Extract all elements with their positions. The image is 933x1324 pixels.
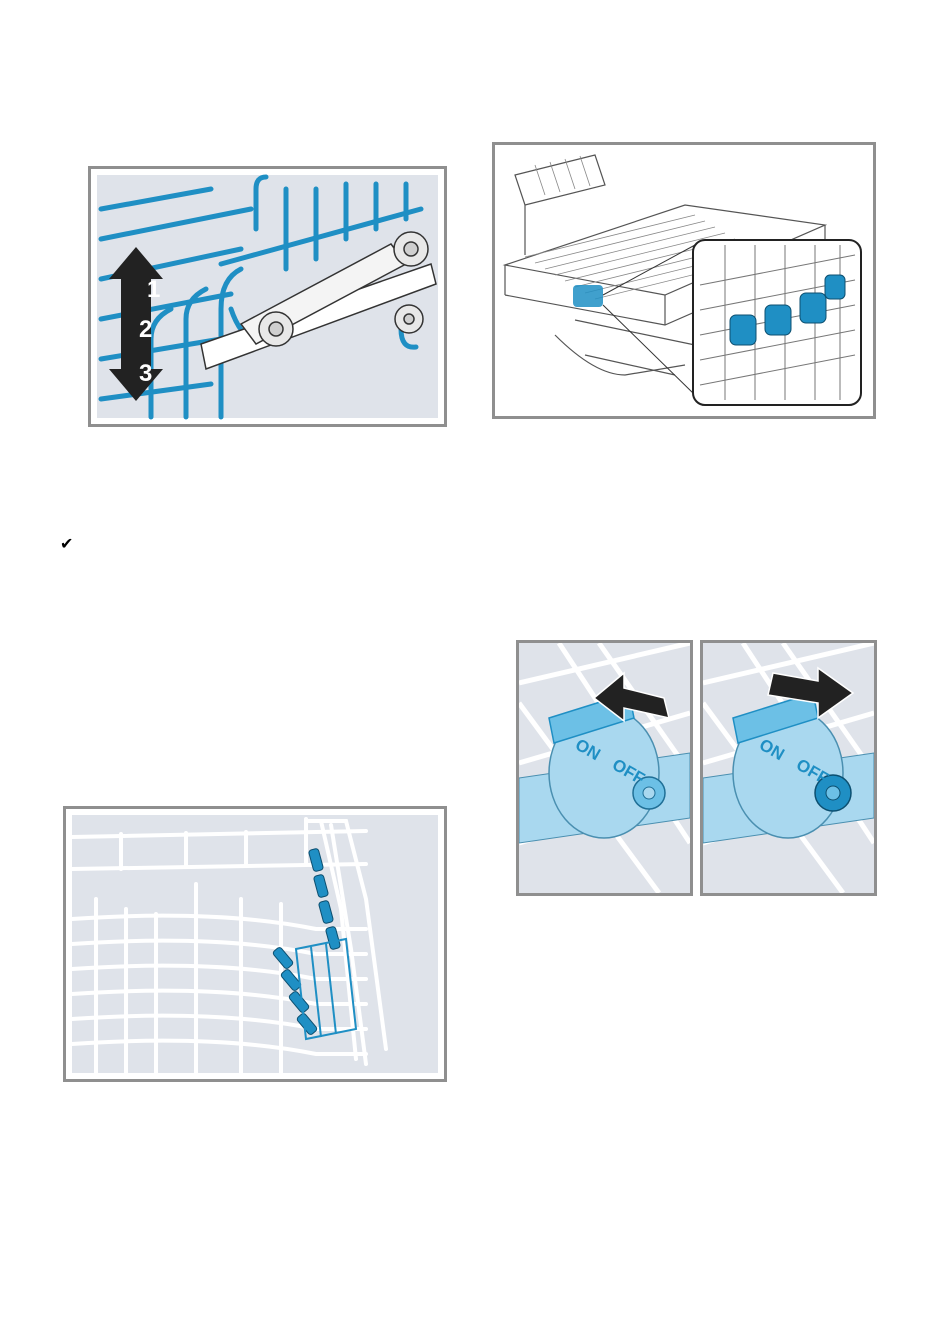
check-mark-icon: ✔ — [60, 537, 73, 553]
figure-dosing-switch-on: ON OFF — [516, 640, 693, 896]
switch-on-illustration: ON OFF — [519, 643, 690, 893]
figure-rack-fold-down-tines — [63, 806, 447, 1082]
figure-rack-height-adjustment: 1 2 3 — [88, 166, 447, 427]
height-number-3: 3 — [139, 360, 152, 387]
rack-tines-illustration — [66, 809, 444, 1079]
height-number-2: 2 — [139, 316, 152, 343]
height-number-1: 1 — [147, 276, 160, 303]
rack-height-illustration: 1 2 3 — [91, 169, 444, 424]
figure-dosing-switch-off: ON OFF — [700, 640, 877, 896]
figure-rack-overview-with-inset — [492, 142, 876, 419]
switch-off-illustration: ON OFF — [703, 643, 874, 893]
rack-overview-illustration — [495, 145, 873, 416]
